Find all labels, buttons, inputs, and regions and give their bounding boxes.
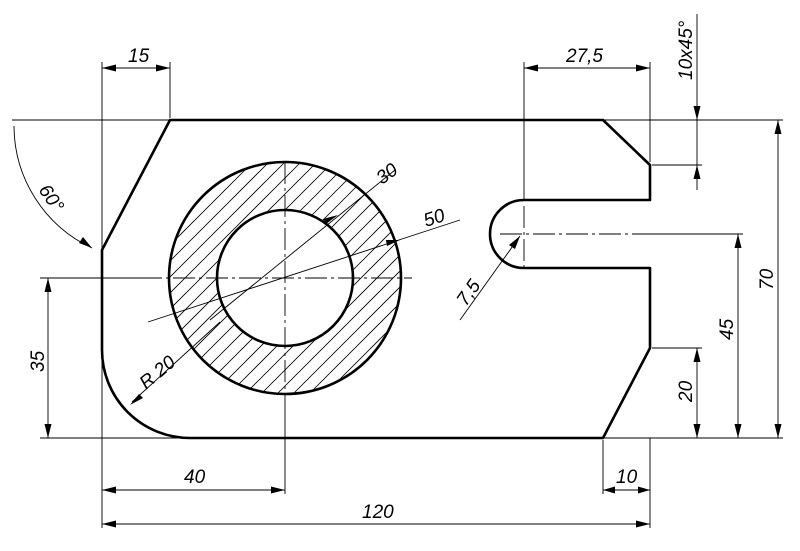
hatch-line [380, 162, 401, 394]
dim-120: 120 [362, 502, 394, 523]
hatch-line [284, 162, 401, 394]
hatch-line [220, 162, 401, 394]
hatch-line [300, 162, 401, 394]
dim-chamfer: 10x45° [676, 20, 697, 80]
dim-70: 70 [757, 268, 778, 290]
dim-20: 20 [676, 380, 697, 403]
hatch-line [169, 162, 294, 394]
dim-45: 45 [717, 318, 738, 340]
center-lines [140, 162, 658, 400]
hatch-line [169, 162, 310, 394]
extension-lines [12, 62, 783, 528]
dim-10: 10 [616, 467, 638, 488]
dim-radius-20: R 20 [136, 352, 181, 394]
dim-diameter-50: 50 [421, 205, 448, 232]
dimension-texts: 15 27,5 10x45° 60° 30 50 7,5 R 20 35 40 … [28, 20, 778, 523]
dimension-lines [13, 14, 782, 528]
hatch-line [188, 162, 401, 394]
dim-35: 35 [28, 350, 49, 372]
hatch-line [169, 162, 278, 394]
dim-slot-7-5: 7,5 [453, 276, 486, 310]
dim-40: 40 [184, 467, 206, 488]
dim-27-5: 27,5 [565, 46, 603, 67]
dim-angle-60: 60° [34, 181, 68, 217]
dim-15: 15 [128, 46, 150, 67]
hatch-line [268, 162, 401, 394]
